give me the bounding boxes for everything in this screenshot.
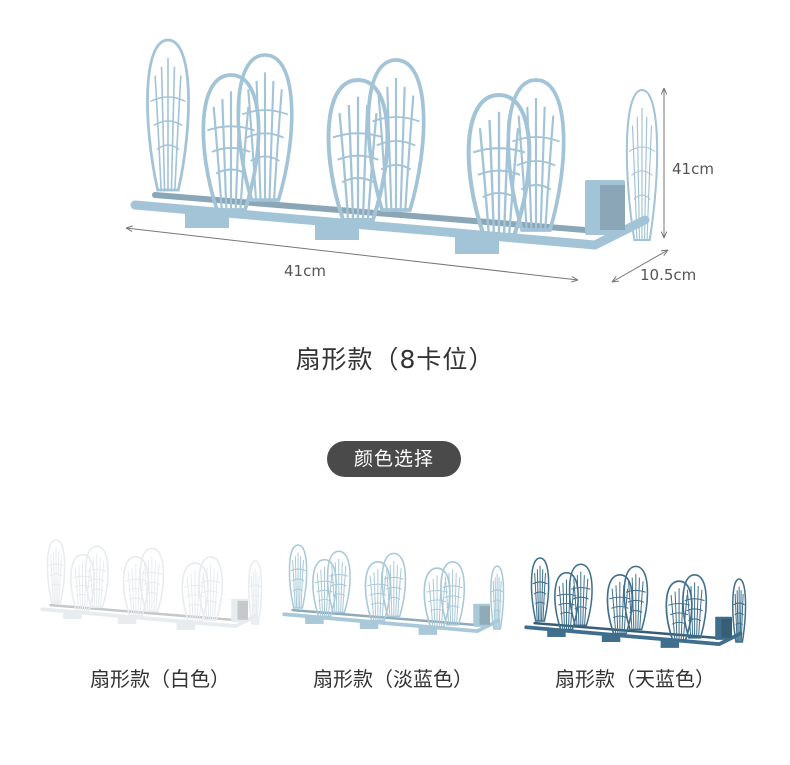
variant-2-paddle-1 <box>288 544 308 609</box>
variant-1-paddle-8 <box>248 560 263 625</box>
variant-1-paddle-7 <box>198 556 224 621</box>
height-dimension-line <box>660 87 668 239</box>
main-product-image <box>125 38 669 283</box>
length-dimension-label: 41cm <box>284 262 326 280</box>
main-paddle-1 <box>146 38 190 192</box>
main-paddle-5 <box>366 58 426 212</box>
variant-3-paddle-3 <box>568 563 593 626</box>
main-paddle-8 <box>625 88 659 242</box>
variant-2-paddle-4 <box>364 560 392 622</box>
variant-1-paddle-1 <box>46 539 66 604</box>
variant-caption-light-blue: 扇形款（淡蓝色） <box>313 667 473 691</box>
main-paddle-2 <box>201 73 261 212</box>
variant-2-paddle-7 <box>440 561 466 626</box>
variant-3-paddle-5 <box>623 565 649 631</box>
variant-1-paddle-5 <box>139 547 165 613</box>
main-paddle-3 <box>236 53 294 202</box>
depth-dimension-line <box>611 249 669 283</box>
variant-caption-white: 扇形款（白色） <box>90 667 230 691</box>
variant-3-paddle-1 <box>530 557 550 622</box>
variant-2-paddle-2 <box>312 558 337 618</box>
variant-1-paddle-2 <box>70 553 95 613</box>
variant-2-paddle-6 <box>423 567 451 628</box>
variant-2-rack <box>282 544 505 635</box>
height-dimension-label: 41cm <box>672 160 714 178</box>
variant-2-paddle-8 <box>490 565 505 630</box>
depth-dimension-label: 10.5cm <box>640 266 697 284</box>
variant-caption-sky-blue: 扇形款（天蓝色） <box>555 667 715 691</box>
variant-1-paddle-6 <box>181 562 209 623</box>
variant-3-paddle-8 <box>732 578 747 643</box>
variant-2-paddle-5 <box>381 552 407 618</box>
variant-3-paddle-2 <box>554 571 579 631</box>
variant-3-paddle-4 <box>606 573 634 635</box>
length-dimension-line <box>125 225 579 283</box>
product-title: 扇形款（8卡位） <box>295 345 495 374</box>
main-paddle-7 <box>506 78 566 232</box>
color-selection-badge: 颜色选择 <box>327 441 461 477</box>
variant-2-paddle-3 <box>326 550 351 613</box>
variant-3-paddle-7 <box>682 574 708 639</box>
variant-1-paddle-3 <box>84 545 109 608</box>
variant-1-rack <box>40 539 263 630</box>
variant-3-rack <box>524 557 747 648</box>
variant-1-paddle-4 <box>122 555 150 617</box>
main-rack <box>130 38 659 254</box>
variant-3-paddle-6 <box>665 580 693 641</box>
